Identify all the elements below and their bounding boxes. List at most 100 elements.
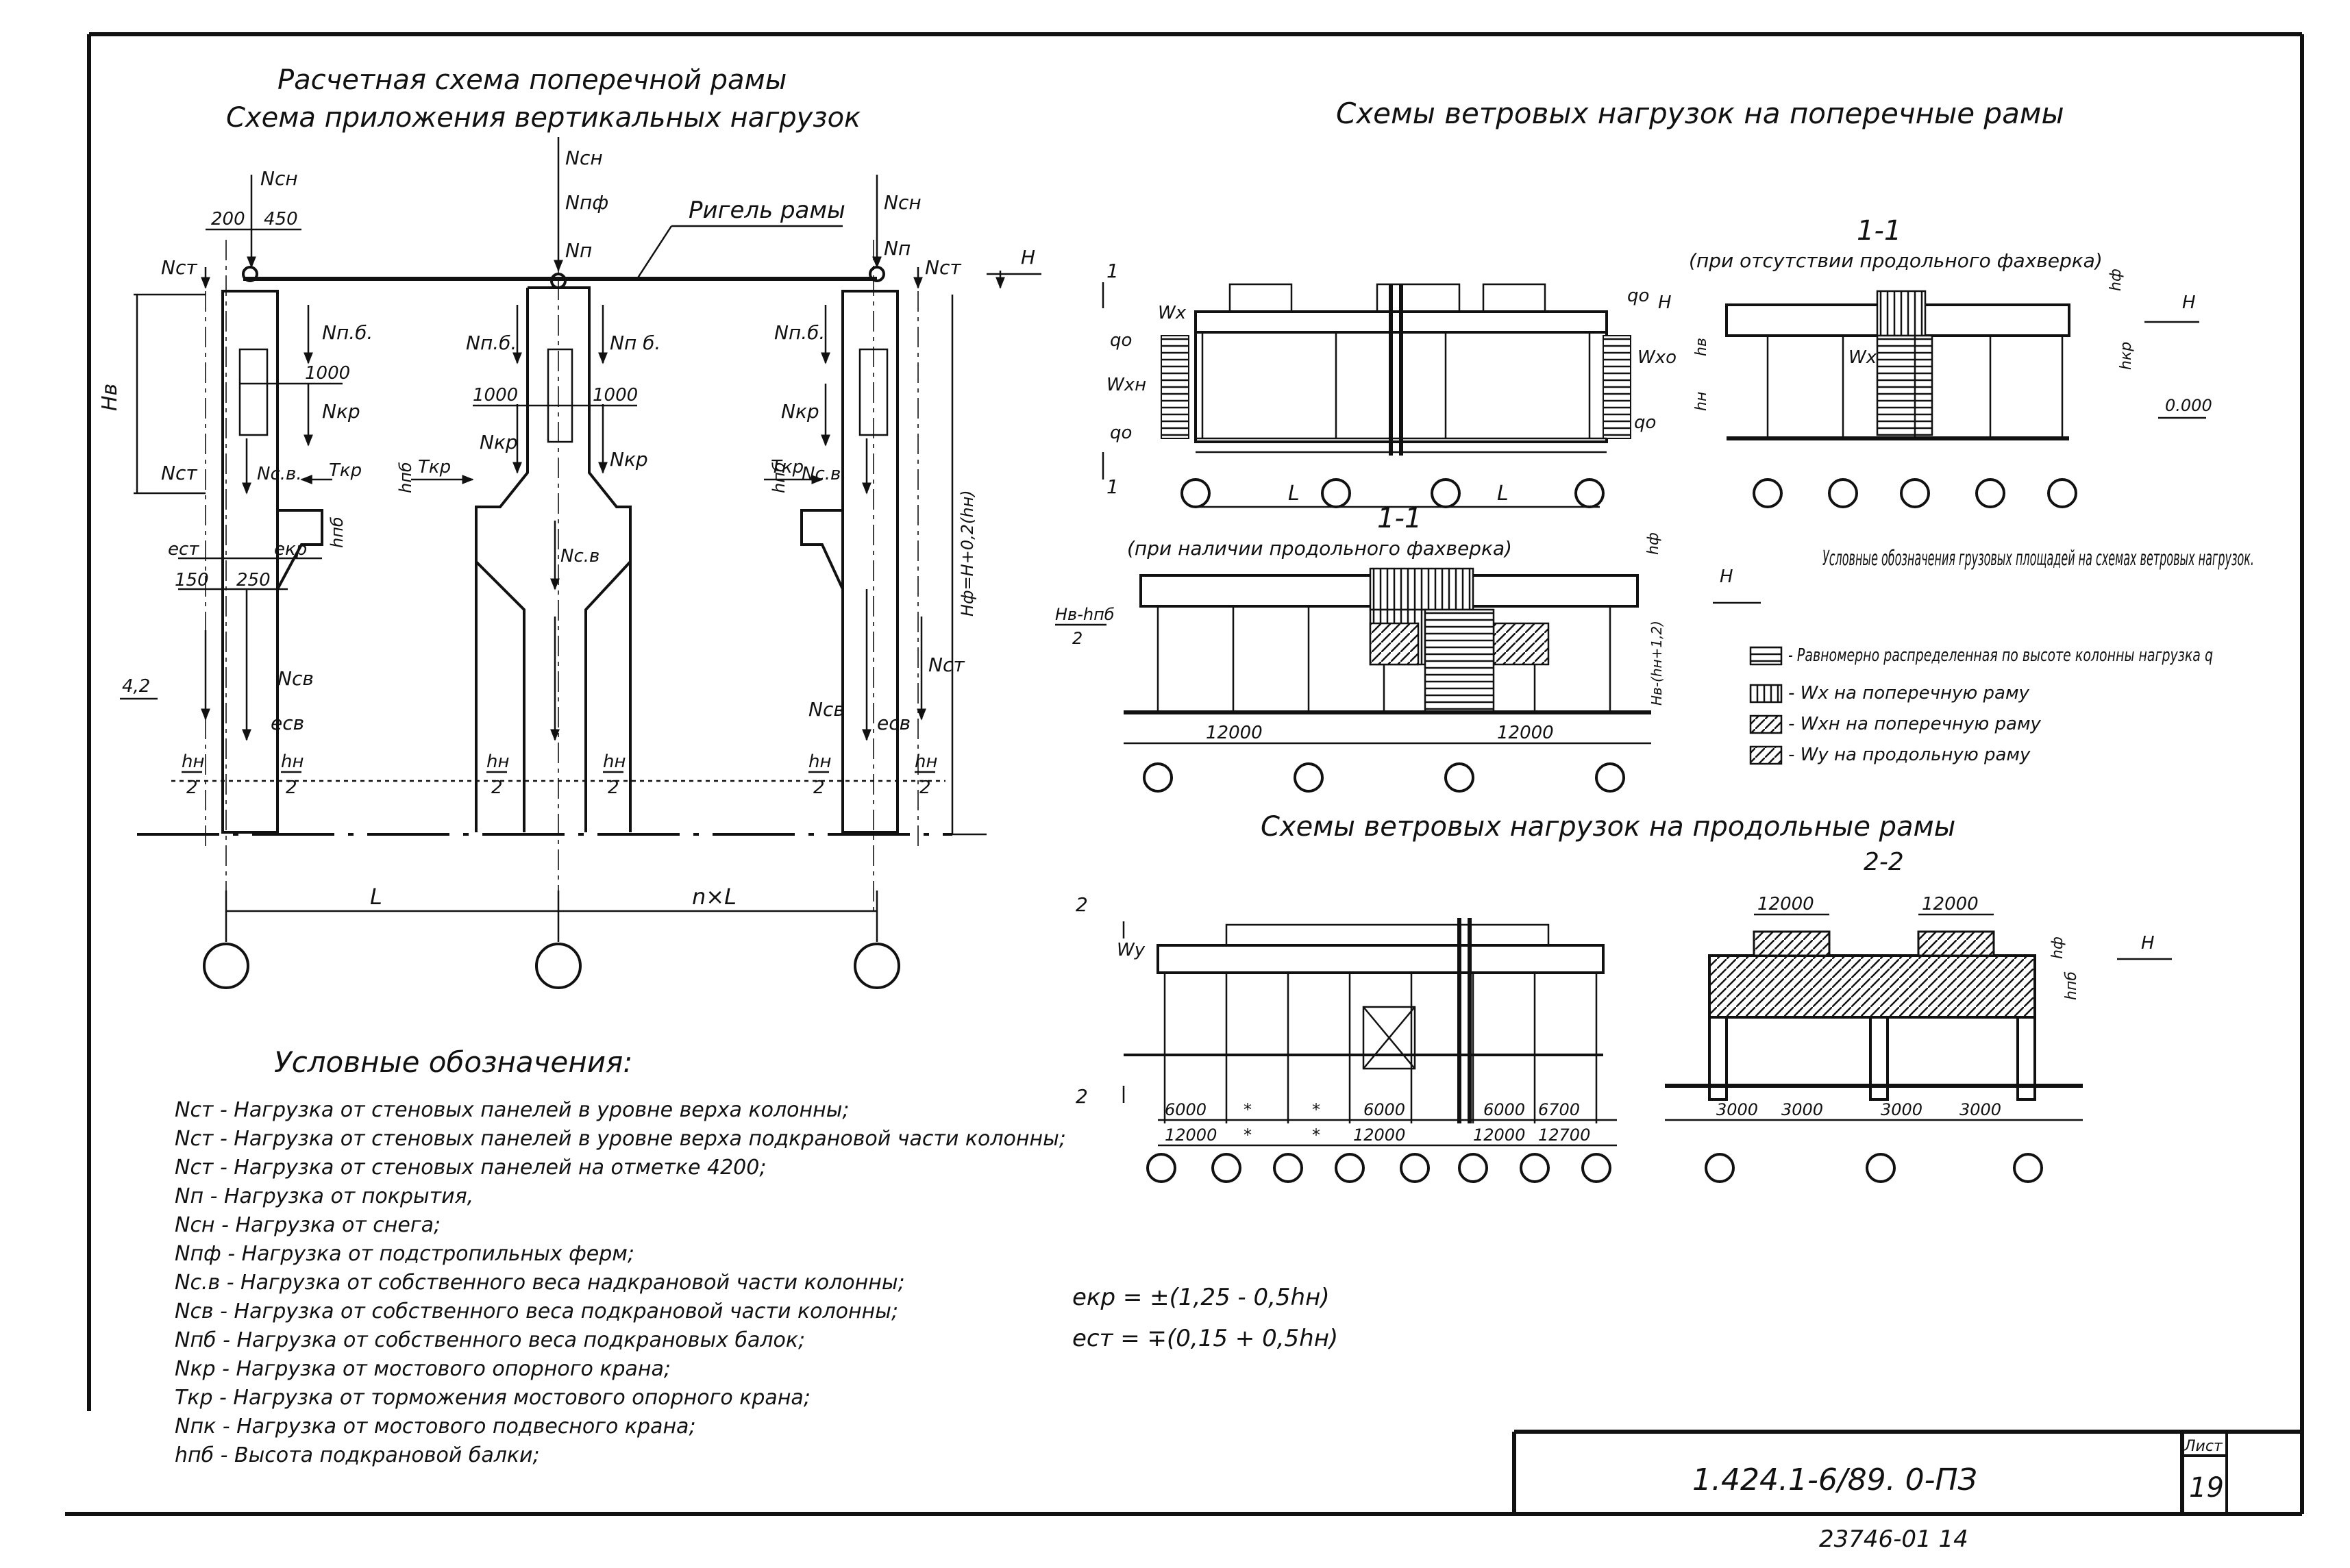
legend-line-11: Tкр - Нагрузка от торможения мостового о… [175,1386,811,1410]
dim-200: 200 [211,209,245,229]
svg-text:12000: 12000 [1206,723,1263,743]
load-np: Nп [565,239,592,262]
legend-line-8: Nсв - Нагрузка от собственного веса подк… [175,1299,898,1323]
dim-150: 150 [175,570,209,590]
load-arrows [201,137,926,741]
column-left [205,240,323,911]
svg-text:2: 2 [1072,629,1083,648]
svg-text:hн: hн [1693,392,1710,411]
sec11b-note: (при наличии продольного фахверка) [1127,537,1512,560]
dim-450: 450 [264,209,298,229]
long-axis-circles [1146,1153,1611,1183]
svg-text:12000: 12000 [1165,1125,1217,1145]
formula-ekp: eкр = ±(1,25 - 0,5hн) [1072,1284,1330,1311]
svg-text:qo: qo [1110,330,1132,351]
left-legend: Условные обозначения: Nст - Нагрузка от … [175,1045,1066,1467]
svg-text:Wy: Wy [1117,940,1146,960]
section-1-1-a: 1 1 Wx qo Wxн qo qo Wxo qo H L L [1102,260,1677,508]
load-npb-4: Nп.б. [774,321,825,344]
load-nkp-1: Nкр [322,400,360,423]
wind-legend: H Условные обозначения грузовых площадей… [1713,547,2254,765]
sec22-title: 2-2 [1864,848,1904,876]
svg-text:Wxн: Wxн [1106,375,1146,395]
formulas: eкр = ±(1,25 - 0,5hн) eст = ∓(0,15 + 0,5… [1072,1284,1338,1352]
load-tkp-1: Tкр [329,460,362,481]
mark-H-left: H [1021,246,1035,269]
legend-title: Условные обозначения: [274,1045,632,1079]
load-ncn-right: Nсн [884,191,922,214]
right-title-transverse: Схемы ветровых нагрузок на поперечные ра… [1336,97,2064,130]
svg-text:6700: 6700 [1538,1100,1580,1119]
axis-bubble [854,943,900,989]
svg-text:hн: hн [808,751,831,772]
svg-text:12000: 12000 [1353,1125,1405,1145]
svg-text:Hв-(hн+1,2): Hв-(hн+1,2) [1648,621,1665,706]
svg-text:2: 2 [186,777,198,798]
sheet-frame [65,32,2304,1516]
svg-text:hф: hф [1645,532,1662,555]
left-title-1: Расчетная схема поперечной рамы [277,64,787,96]
section-1-1-b: 1-1 (при наличии продольного фахверка) H… [1055,503,1665,793]
load-nct-mid: Nст [161,462,197,484]
stamp-sheet-label: Лист [2184,1438,2223,1455]
dim-hpb-3: hпб [769,462,789,493]
dim-ect: eст [168,539,199,560]
load-np-right: Nп [884,237,911,260]
svg-text:L: L [1288,482,1300,506]
svg-text:2: 2 [491,777,503,798]
long-dims-row2: 12000 * * 12000 12000 12700 [1165,1125,1590,1145]
level-42: 4,2 [122,676,150,697]
dim-hv: Hв [98,384,122,411]
svg-text:3000: 3000 [1959,1100,2001,1119]
sec11a-title: 1-1 [1857,215,1901,247]
load-ncv-1: Nс.в. [257,464,302,484]
svg-text:12000: 12000 [1497,723,1554,743]
svg-text:hф: hф [2107,269,2125,291]
svg-text:hн: hн [603,751,626,772]
dim-hf: Hф=H+0,2(hн) [958,490,977,617]
load-npb-3: Nп.б. [466,332,517,354]
dim-1000-c: 1000 [593,385,638,406]
load-nkp-2: Nкр [610,448,648,471]
svg-text:1: 1 [1106,260,1119,282]
column-middle [475,137,632,911]
legend-line-1: Nст - Нагрузка от стеновых панелей в уро… [175,1098,850,1122]
transverse-wind-schemes: Схемы ветровых нагрузок на поперечные ра… [1055,97,2254,793]
wind-legend-1: - Равномерно распределенная по высоте ко… [1788,645,2213,666]
right-title-longitudinal: Схемы ветровых нагрузок на продольные ра… [1261,811,1955,843]
svg-text:H: H [2141,933,2155,954]
left-title-2: Схема приложения вертикальных нагрузок [226,102,861,134]
svg-text:*: * [1244,1100,1252,1119]
load-nkp-4: Nкр [781,400,819,423]
svg-text:hпб: hпб [2063,971,2080,1000]
svg-text:Wxo: Wxo [1637,347,1677,368]
load-ncv-2: Nс.в [560,546,599,567]
svg-text:qo: qo [1110,423,1132,443]
svg-text:*: * [1312,1125,1320,1145]
load-npb-2: Nп б. [610,332,660,354]
transverse-frame-diagram: Расчетная схема поперечной рамы Схема пр… [98,64,1041,989]
dim-ecv-1: eсв [271,712,304,734]
load-nct-low: Nст [928,654,965,676]
svg-text:12000: 12000 [1757,894,1814,914]
dim-hpb-2: hпб [396,462,415,493]
legend-line-13: hпб - Высота подкрановой балки; [175,1443,540,1467]
rigel-label: Ригель рамы [689,197,845,224]
legend-line-3: Nст - Нагрузка от стеновых панелей на от… [175,1156,766,1180]
load-npf: Nпф [565,191,608,214]
dim-1000-a: 1000 [305,363,350,384]
axis-bubble [535,943,582,989]
dim-hpb-1: hпб [327,517,347,548]
dim-nL: n×L [692,884,737,910]
svg-text:hн: hн [486,751,509,772]
formula-ect: eст = ∓(0,15 + 0,5hн) [1072,1325,1338,1352]
svg-text:H: H [2182,293,2196,313]
svg-text:2: 2 [1076,893,1088,916]
legend-line-10: Nкр - Нагрузка от мостового опорного кра… [175,1357,671,1381]
load-nsv-1: Nсв [277,667,314,690]
svg-text:12700: 12700 [1538,1125,1590,1145]
svg-text:2: 2 [286,777,297,798]
load-ncv-3: Nс.в. [802,464,847,484]
svg-text:hкр: hкр [2118,342,2135,370]
